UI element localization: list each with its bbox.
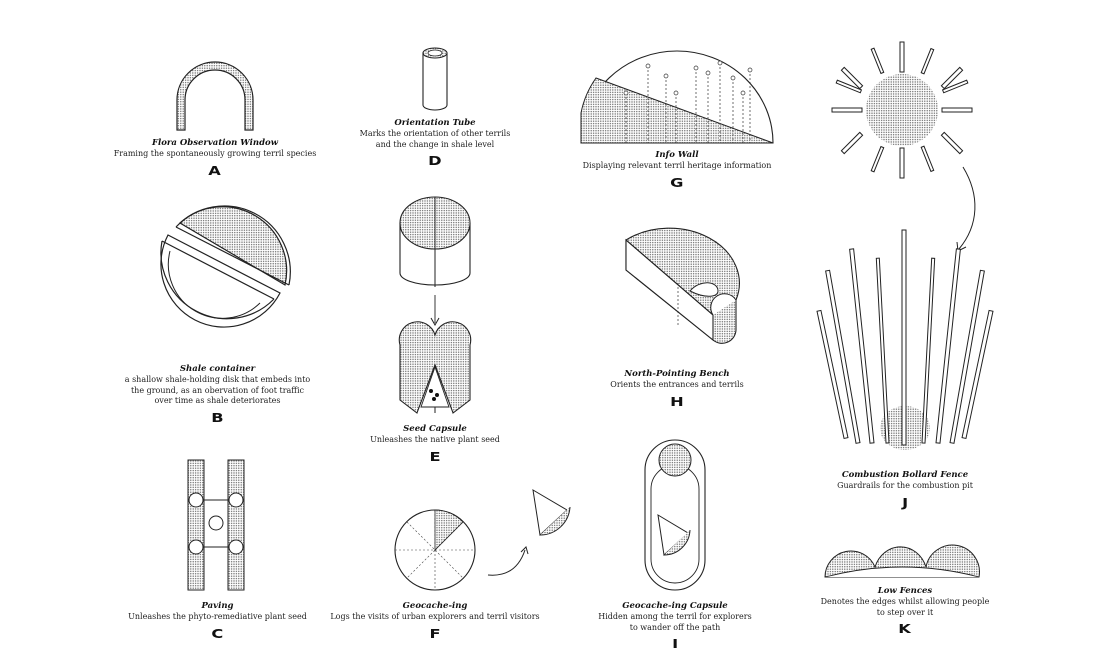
- geocache-drawing: [394, 489, 571, 591]
- item-g-title: Info Wall: [655, 150, 699, 160]
- seed-capsule-drawing: [398, 196, 472, 414]
- item-a-letter: A: [208, 163, 222, 178]
- item-b-desc-2: the ground, as an obervation of foot tra…: [130, 385, 305, 395]
- item-c-desc-1: Unleashes the phyto-remediative plant se…: [128, 612, 307, 621]
- item-g-caption: Info Wall Displaying relevant terril her…: [572, 150, 782, 191]
- item-f-desc-1: Logs the visits of urban explorers and t…: [330, 612, 540, 621]
- low-fences-drawing: [824, 544, 980, 578]
- item-d-desc-2: and the change in shale level: [375, 139, 495, 149]
- item-k-caption: Low Fences Denotes the edges whilst allo…: [800, 586, 1010, 637]
- item-e-caption: Seed Capsule Unleashes the native plant …: [330, 424, 540, 465]
- item-e-desc-1: Unleashes the native plant seed: [370, 435, 500, 444]
- item-f-caption: Geocache-ing Logs the visits of urban ex…: [325, 601, 545, 642]
- item-d-desc-1: Marks the orientation of other terrils: [359, 129, 511, 138]
- item-h-letter: H: [669, 394, 685, 409]
- item-h-caption: North-Pointing Bench Orients the entranc…: [572, 369, 782, 410]
- item-f-title: Geocache-ing: [402, 601, 468, 611]
- geocache-capsule-drawing: [644, 439, 706, 591]
- item-i-title: Geocache-ing Capsule: [622, 601, 728, 611]
- item-i-caption: Geocache-ing Capsule Hidden among the te…: [570, 601, 780, 652]
- item-k-letter: K: [898, 622, 912, 636]
- item-a-caption: Flora Observation Window Framing the spo…: [110, 138, 320, 179]
- bollard-sun-drawing: [831, 41, 973, 179]
- item-k-desc-1: Denotes the edges whilst allowing people: [820, 597, 990, 606]
- item-g-letter: G: [669, 175, 684, 190]
- item-j-desc-1: Guardrails for the combustion pit: [837, 481, 973, 490]
- item-f-letter: F: [429, 626, 441, 641]
- item-a-desc-1: Framing the spontaneously growing terril…: [113, 149, 317, 158]
- item-b-letter: B: [210, 410, 225, 425]
- item-b-title: Shale container: [179, 364, 256, 374]
- info-wall-drawing: [580, 50, 774, 144]
- item-i-desc-2: to wander off the path: [629, 622, 721, 632]
- item-g-desc-1: Displaying relevant terril heritage info…: [582, 161, 772, 170]
- paving-drawing: [187, 459, 245, 591]
- item-e-letter: E: [429, 449, 441, 464]
- item-c-letter: C: [211, 626, 224, 641]
- item-a-title: Flora Observation Window: [151, 138, 279, 148]
- orientation-tube-drawing: [422, 47, 448, 111]
- bollard-fence-drawing: [816, 229, 994, 450]
- item-h-title: North-Pointing Bench: [624, 369, 730, 379]
- item-b-desc-1: a shallow shale-holding disk that embeds…: [124, 375, 311, 384]
- item-h-desc-1: Orients the entrances and terrils: [610, 380, 744, 389]
- item-j-title: Combustion Bollard Fence: [841, 470, 969, 480]
- item-j-caption: Combustion Bollard Fence Guardrails for …: [800, 470, 1010, 511]
- item-j-letter: J: [901, 495, 909, 510]
- north-bench-drawing: [625, 227, 740, 344]
- item-d-letter: D: [427, 154, 443, 168]
- flora-window-drawing: [176, 61, 254, 131]
- item-c-caption: Paving Unleashes the phyto-remediative p…: [110, 601, 325, 642]
- item-i-desc-1: Hidden among the terril for explorers: [598, 612, 752, 621]
- item-b-desc-3: over time as shale deteriorates: [154, 396, 281, 405]
- shale-container-drawing: [160, 205, 291, 328]
- item-k-title: Low Fences: [877, 586, 933, 596]
- item-b-caption: Shale container a shallow shale-holding …: [110, 364, 325, 426]
- item-d-caption: Orientation Tube Marks the orientation o…: [330, 118, 540, 169]
- item-k-desc-2: to step over it: [876, 607, 934, 617]
- item-i-letter: I: [671, 637, 679, 651]
- item-d-title: Orientation Tube: [394, 118, 476, 128]
- item-e-title: Seed Capsule: [403, 424, 467, 434]
- item-c-title: Paving: [201, 601, 234, 611]
